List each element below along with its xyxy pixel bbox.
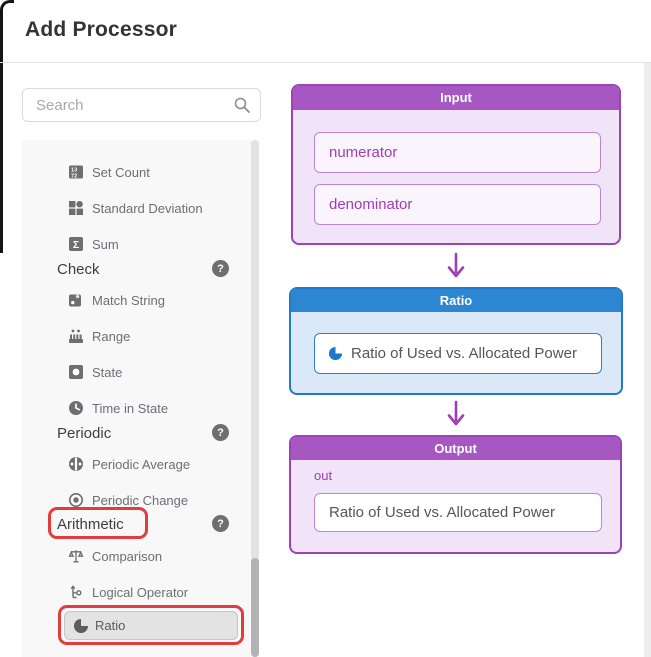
match-string-icon: * [68, 292, 84, 308]
sidebar-item-logical-operator[interactable]: Logical Operator [22, 579, 248, 605]
dialog-border [0, 0, 14, 253]
output-value-field[interactable]: Ratio of Used vs. Allocated Power [314, 493, 602, 532]
search-box [22, 88, 261, 122]
ratio-icon [73, 618, 89, 634]
standard-deviation-icon [68, 200, 84, 216]
sidebar-item-ratio[interactable]: Ratio [64, 611, 238, 640]
sidebar-category-arithmetic: Arithmetic ? [22, 511, 248, 537]
sidebar-item-time-in-state[interactable]: Time in State [22, 395, 248, 421]
sidebar-item-range[interactable]: Range [22, 323, 248, 349]
svg-text:13: 13 [71, 168, 77, 174]
help-icon[interactable]: ? [212, 424, 229, 441]
periodic-change-icon [68, 492, 84, 508]
ratio-pie-icon [328, 346, 343, 361]
sidebar-item-match-string[interactable]: * Match String [22, 287, 248, 313]
range-icon [68, 328, 84, 344]
input-node-title: Input [293, 86, 619, 110]
diagram-input-node: Input numerator denominator [291, 84, 621, 245]
sidebar-item-periodic-average[interactable]: Periodic Average [22, 451, 248, 477]
sidebar-category-periodic: Periodic ? [22, 420, 248, 446]
input-field-denominator[interactable]: denominator [314, 184, 601, 225]
list-scrollbar-track[interactable] [251, 140, 259, 657]
processor-name-field[interactable]: Ratio of Used vs. Allocated Power [314, 333, 602, 374]
output-node-title: Output [291, 437, 620, 460]
header-divider [0, 62, 651, 63]
sidebar-category-check: Check ? [22, 256, 248, 282]
svg-text:*: * [76, 293, 80, 304]
comparison-icon [68, 548, 84, 564]
sidebar-item-comparison[interactable]: Comparison [22, 543, 248, 569]
svg-text:72: 72 [71, 174, 77, 180]
processor-name-text: Ratio of Used vs. Allocated Power [351, 345, 577, 362]
state-icon [68, 364, 84, 380]
periodic-average-icon [68, 456, 84, 472]
flow-arrow-down-icon [447, 400, 465, 426]
logical-operator-icon [68, 584, 84, 600]
help-icon[interactable]: ? [212, 260, 229, 277]
sidebar-item-periodic-change[interactable]: Periodic Change [22, 487, 248, 513]
processor-node-title: Ratio [291, 289, 621, 312]
input-field-numerator[interactable]: numerator [314, 132, 601, 173]
list-scrollbar-thumb[interactable] [251, 558, 259, 657]
search-icon [233, 96, 251, 114]
output-port-label: out [314, 468, 333, 483]
dialog-scrollbar[interactable] [644, 63, 651, 657]
time-in-state-icon [68, 400, 84, 416]
help-icon[interactable]: ? [212, 515, 229, 532]
sidebar-item-sum[interactable]: Σ Sum [22, 231, 248, 257]
sum-icon: Σ [68, 236, 84, 252]
sidebar-item-standard-deviation[interactable]: Standard Deviation [22, 195, 248, 221]
dialog-title: Add Processor [25, 18, 177, 41]
sidebar-item-state[interactable]: State [22, 359, 248, 385]
diagram-output-node: Output out Ratio of Used vs. Allocated P… [289, 435, 622, 554]
flow-arrow-down-icon [447, 252, 465, 278]
search-input[interactable] [22, 88, 261, 122]
svg-text:Σ: Σ [73, 239, 79, 251]
diagram-processor-node: Ratio Ratio of Used vs. Allocated Power [289, 287, 623, 395]
